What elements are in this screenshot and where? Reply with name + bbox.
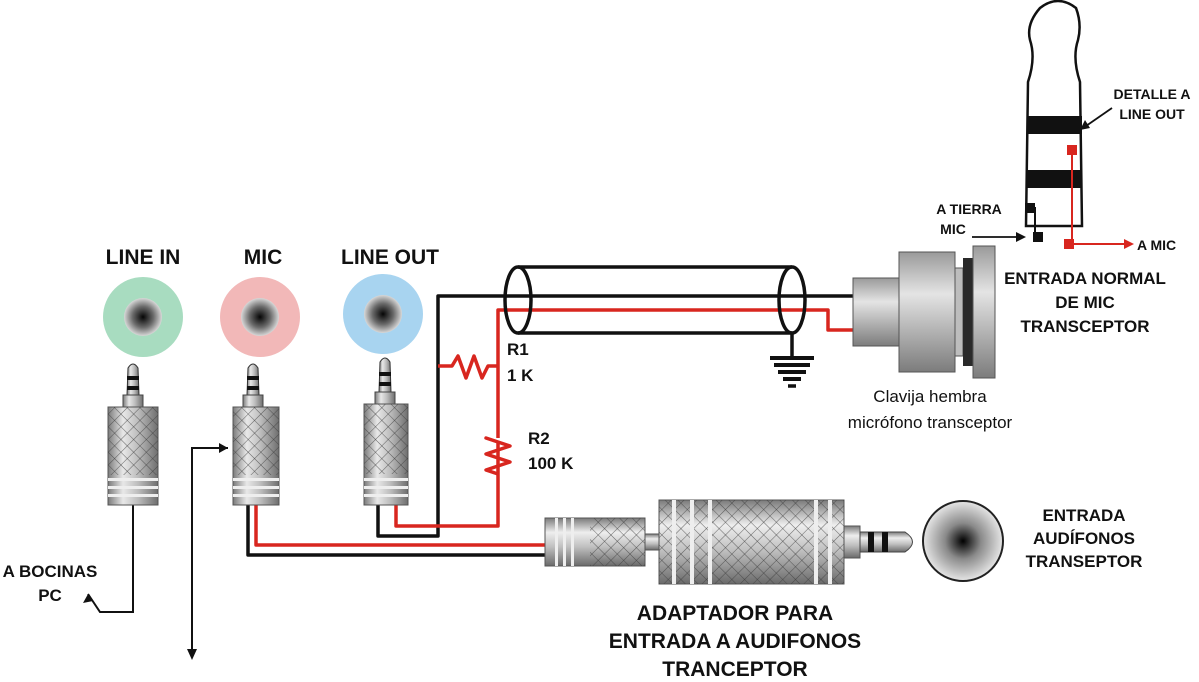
shielded-cable — [503, 265, 853, 335]
adaptador-line2: ENTRADA A AUDIFONOS — [609, 630, 861, 653]
mic-feed-line — [191, 447, 228, 650]
resistor-r2 — [484, 436, 512, 476]
detail-plug — [1024, 0, 1084, 249]
entrada-mic-line3: TRANSCEPTOR — [1020, 317, 1149, 336]
line-out-port — [343, 274, 423, 354]
clavija-line2: micrófono transceptor — [848, 413, 1013, 432]
r1-value: 1 K — [507, 366, 534, 385]
a-bocinas-label: A BOCINAS — [3, 562, 98, 581]
r2-value: 100 K — [528, 454, 574, 473]
line-out-cable-red — [394, 450, 500, 528]
adaptador-line3: TRANCEPTOR — [662, 658, 807, 681]
line-in-cable — [87, 505, 134, 613]
line-in-plug — [107, 363, 159, 506]
entrada-audifonos-line1: ENTRADA — [1042, 506, 1125, 525]
mic-label: MIC — [244, 246, 283, 269]
resistor-r1 — [438, 354, 498, 380]
entrada-mic-line1: ENTRADA NORMAL — [1004, 269, 1166, 288]
entrada-audifonos-line3: TRANSEPTOR — [1026, 552, 1143, 571]
detalle-line1: DETALLE A — [1114, 86, 1191, 102]
mic-female-connector — [852, 245, 996, 379]
a-tierra-line2: MIC — [940, 221, 966, 237]
r2-name: R2 — [528, 429, 550, 448]
headphone-adapter — [544, 499, 913, 585]
a-tierra-line1: A TIERRA — [936, 201, 1002, 217]
mic-port — [220, 277, 300, 357]
detalle-line2: LINE OUT — [1119, 106, 1185, 122]
mic-plug — [232, 363, 280, 506]
line-in-port — [103, 277, 183, 357]
clavija-line1: Clavija hembra — [873, 387, 987, 406]
adaptador-line1: ADAPTADOR PARA — [637, 602, 833, 625]
pc-label: PC — [38, 586, 62, 605]
ground-symbol — [770, 333, 814, 388]
r1-name: R1 — [507, 340, 529, 359]
mic-cable-red — [254, 505, 545, 547]
entrada-mic-line2: DE MIC — [1055, 293, 1115, 312]
mic-cable-black — [246, 505, 545, 557]
line-in-label: LINE IN — [106, 246, 181, 269]
a-mic-label: A MIC — [1137, 237, 1176, 253]
line-out-cable-black — [376, 294, 515, 538]
entrada-audifonos-line2: AUDÍFONOS — [1033, 529, 1135, 548]
line-out-label: LINE OUT — [341, 246, 439, 269]
line-out-plug — [363, 357, 409, 506]
headphone-jack — [922, 500, 1004, 582]
